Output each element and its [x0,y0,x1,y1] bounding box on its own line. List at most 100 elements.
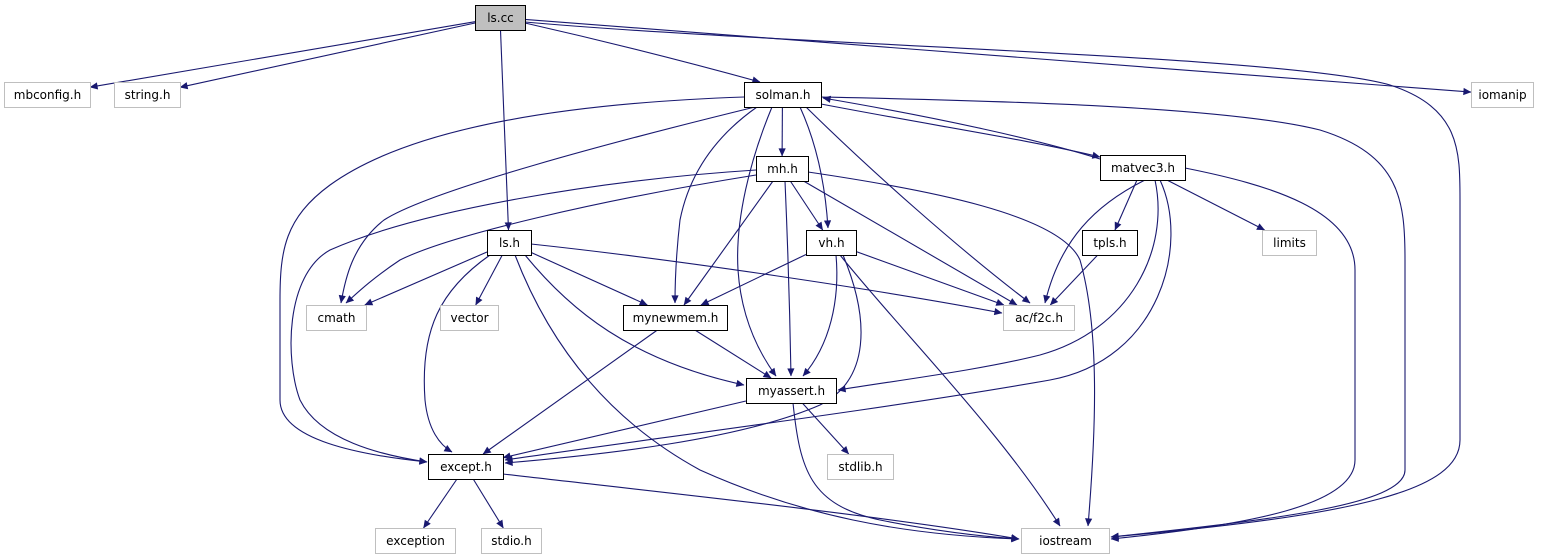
edge-except-h-to-iostream [502,473,1020,542]
node-tpls-h[interactable]: tpls.h [1082,230,1138,256]
node-stdio-h: stdio.h [481,528,542,554]
node-label: vector [450,311,488,325]
node-box [756,156,809,182]
edge-solman-h-to-cmath [338,106,756,304]
edge-matvec3-h-to-except-h [504,179,1172,463]
edge-solman-h-to-mynewmem-h [671,106,758,304]
node-box [1100,155,1186,181]
edge-matvec3-h-to-myassert-h [837,179,1159,393]
node-except-h[interactable]: except.h [428,454,504,480]
node-layer: ls.cc mbconfig.h string.h solman.h iomanip mh… [4,5,1534,554]
node-mynewmem-h[interactable]: mynewmem.h [623,305,728,331]
node-box [481,528,542,554]
node-label: except.h [440,460,492,474]
edge-ls-h-to-cmath [364,251,488,306]
node-box [440,305,499,331]
node-box [806,230,857,256]
edge-vh-h-to-myassert-h [802,254,838,377]
node-label: cmath [318,311,356,325]
edge-except-h-to-stdio-h [472,478,504,529]
node-label: ls.h [499,236,520,250]
node-label: iomanip [1478,88,1526,102]
node-exception: exception [375,528,456,554]
edge-matvec3-h-to-ac-f2c-h [1043,179,1146,304]
node-label: mynewmem.h [633,311,719,325]
node-matvec3-h[interactable]: matvec3.h [1100,155,1186,181]
edge-solman-h-to-ac-f2c-h [805,106,1031,304]
edge-except-h-to-exception [423,478,458,529]
edge-mynewmem-h-to-myassert-h [694,329,772,379]
node-cmath: cmath [306,305,367,331]
edge-mh-h-to-vh-h [789,180,824,231]
node-box [1082,230,1138,256]
node-label: string.h [125,88,171,102]
node-stdlib-h: stdlib.h [827,454,894,480]
edge-vh-h-to-except-h [504,254,862,466]
node-label: ac/f2c.h [1015,311,1063,325]
node-string-h: string.h [114,82,181,108]
node-box [4,82,91,108]
edge-ls-h-to-vector [475,254,503,306]
node-mbconfig-h: mbconfig.h [4,82,91,108]
node-box [475,5,526,31]
node-label: solman.h [756,88,811,102]
edge-matvec3-h-to-iostream [1110,167,1356,542]
edge-ls-cc-to-iomanip [524,18,1472,96]
node-box [746,378,837,404]
node-myassert-h[interactable]: myassert.h [746,378,837,404]
edge-mh-h-to-myassert-h [784,180,795,377]
node-label: myassert.h [758,384,825,398]
node-solman-h[interactable]: solman.h [744,82,822,108]
node-box [623,305,728,331]
node-label: vh.h [818,236,844,250]
edge-solman-h-to-myassert-h [737,106,777,377]
node-label: limits [1273,236,1306,250]
edge-ls-h-to-iostream [514,254,1020,543]
node-box [375,528,456,554]
edge-ls-h-to-except-h [423,254,491,453]
node-box [1471,82,1534,108]
node-ac-f2c-h: ac/f2c.h [1003,305,1075,331]
node-vh-h[interactable]: vh.h [806,230,857,256]
edge-vh-h-to-iostream [839,254,1061,527]
edge-solman-h-to-except-h [279,96,745,465]
edge-solman-h-to-iostream [820,96,1406,540]
node-box [1021,528,1110,554]
node-box [487,230,532,256]
node-box [744,82,822,108]
node-box [306,305,367,331]
node-limits: limits [1262,230,1317,256]
edge-ls-cc-to-solman-h [524,22,761,84]
edge-ls-cc-to-mbconfig-h [89,21,476,90]
edge-mh-h-to-ac-f2c-h [803,180,1018,306]
node-vector: vector [440,305,499,331]
node-box [827,454,894,480]
edge-mh-h-to-iostream [807,171,1096,527]
node-mh-h[interactable]: mh.h [756,156,809,182]
edge-matvec3-h-to-tpls-h [1114,179,1138,231]
node-ls-h[interactable]: ls.h [487,230,532,256]
edge-ls-h-to-myassert-h [524,254,745,387]
edge-vh-h-to-mynewmem-h [700,254,807,306]
node-label: exception [386,534,445,548]
edge-solman-h-to-matvec3-h [820,103,1101,159]
node-iomanip: iomanip [1471,82,1534,108]
edge-tpls-h-to-ac-f2c-h [1049,254,1099,306]
edge-layer [89,18,1472,543]
edge-myassert-h-to-iostream [792,402,1020,543]
edge-mynewmem-h-to-except-h [482,329,658,455]
node-label: mh.h [767,162,798,176]
edge-ls-cc-to-string-h [179,22,476,90]
edge-vh-h-to-ac-f2c-h [855,250,1005,306]
edge-matvec3-h-to-solman-h [822,95,1101,160]
node-ls-cc[interactable]: ls.cc [475,5,526,31]
node-box [428,454,504,480]
node-label: matvec3.h [1111,161,1175,175]
edge-ls-h-to-ac-f2c-h [530,243,1003,316]
edge-myassert-h-to-stdlib-h [801,402,850,455]
node-iostream: iostream [1021,528,1110,554]
edge-ls-cc-to-iostream [524,21,1461,540]
edge-ls-cc-to-ls-h [499,29,512,231]
node-box [1262,230,1317,256]
